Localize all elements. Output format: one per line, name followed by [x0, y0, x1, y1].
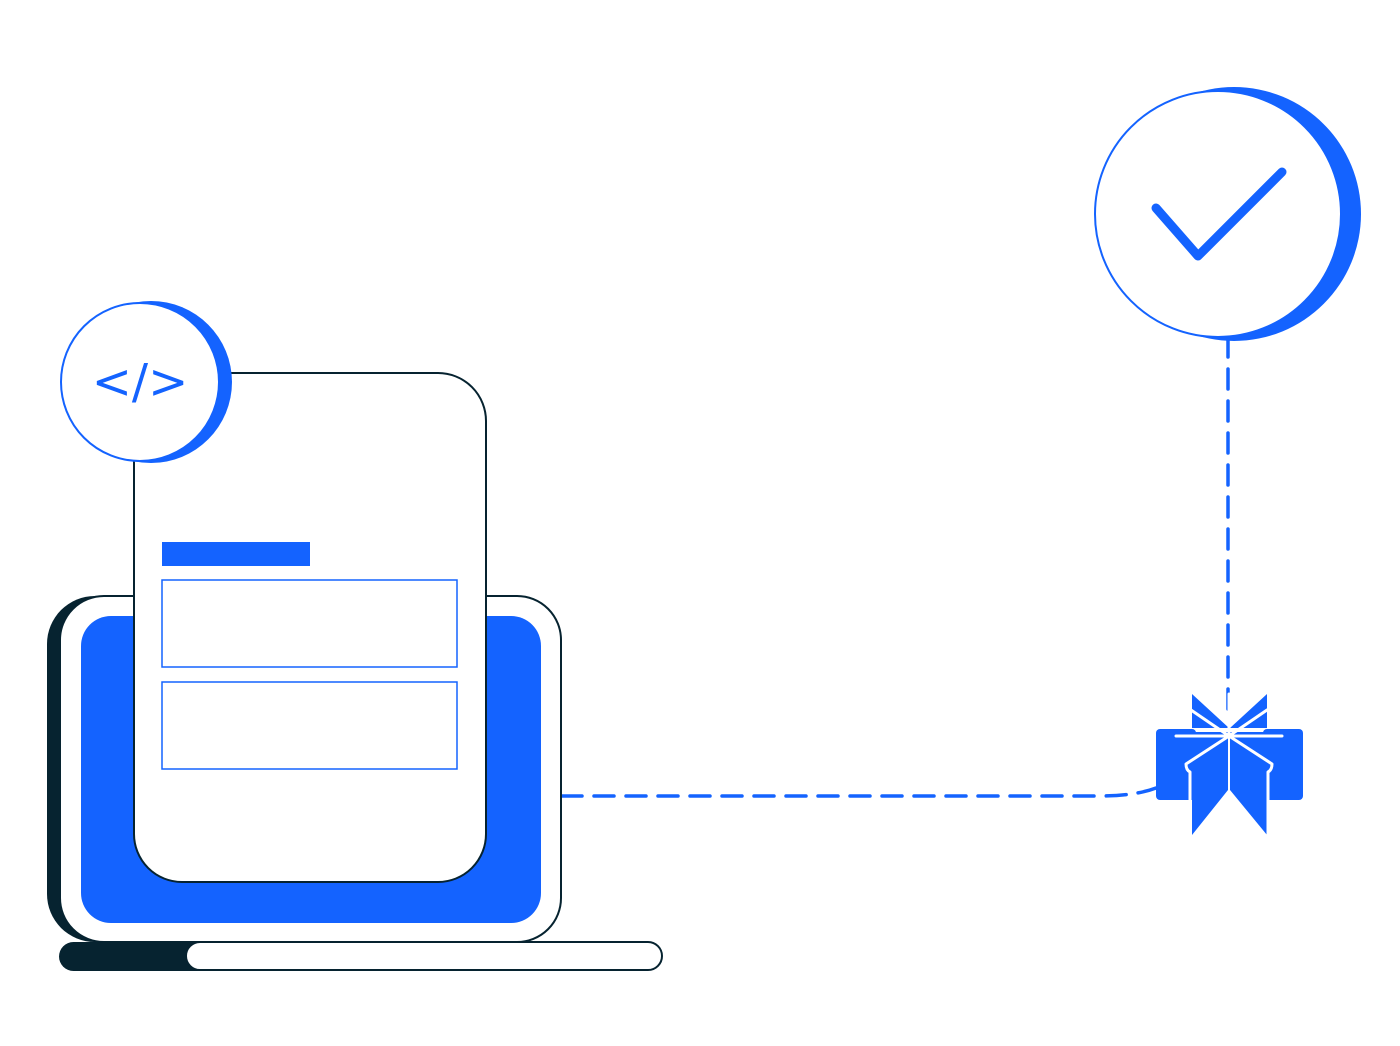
logo-star-lines	[1174, 692, 1284, 838]
laptop-base	[185, 941, 663, 971]
check-badge-circle	[1094, 90, 1342, 338]
laptop-base-shadow	[59, 942, 219, 971]
horizontal-dashed-connector	[560, 786, 1158, 798]
form-field-2	[161, 681, 458, 770]
dashed-connectors	[560, 335, 1230, 798]
connector-logo-icon	[1156, 692, 1303, 838]
logo-top-right-flag	[1230, 694, 1267, 728]
document-card	[133, 372, 487, 883]
code-icon: </>	[92, 354, 189, 410]
logo-left-wing	[1186, 732, 1228, 835]
check-badge	[1094, 87, 1361, 341]
checkmark-icon	[1151, 167, 1287, 261]
code-badge-circle	[60, 302, 220, 462]
form-field-1	[161, 579, 458, 668]
document-title-bar	[162, 542, 310, 566]
logo-top-left-flag	[1192, 694, 1229, 728]
code-badge: </>	[60, 301, 232, 463]
